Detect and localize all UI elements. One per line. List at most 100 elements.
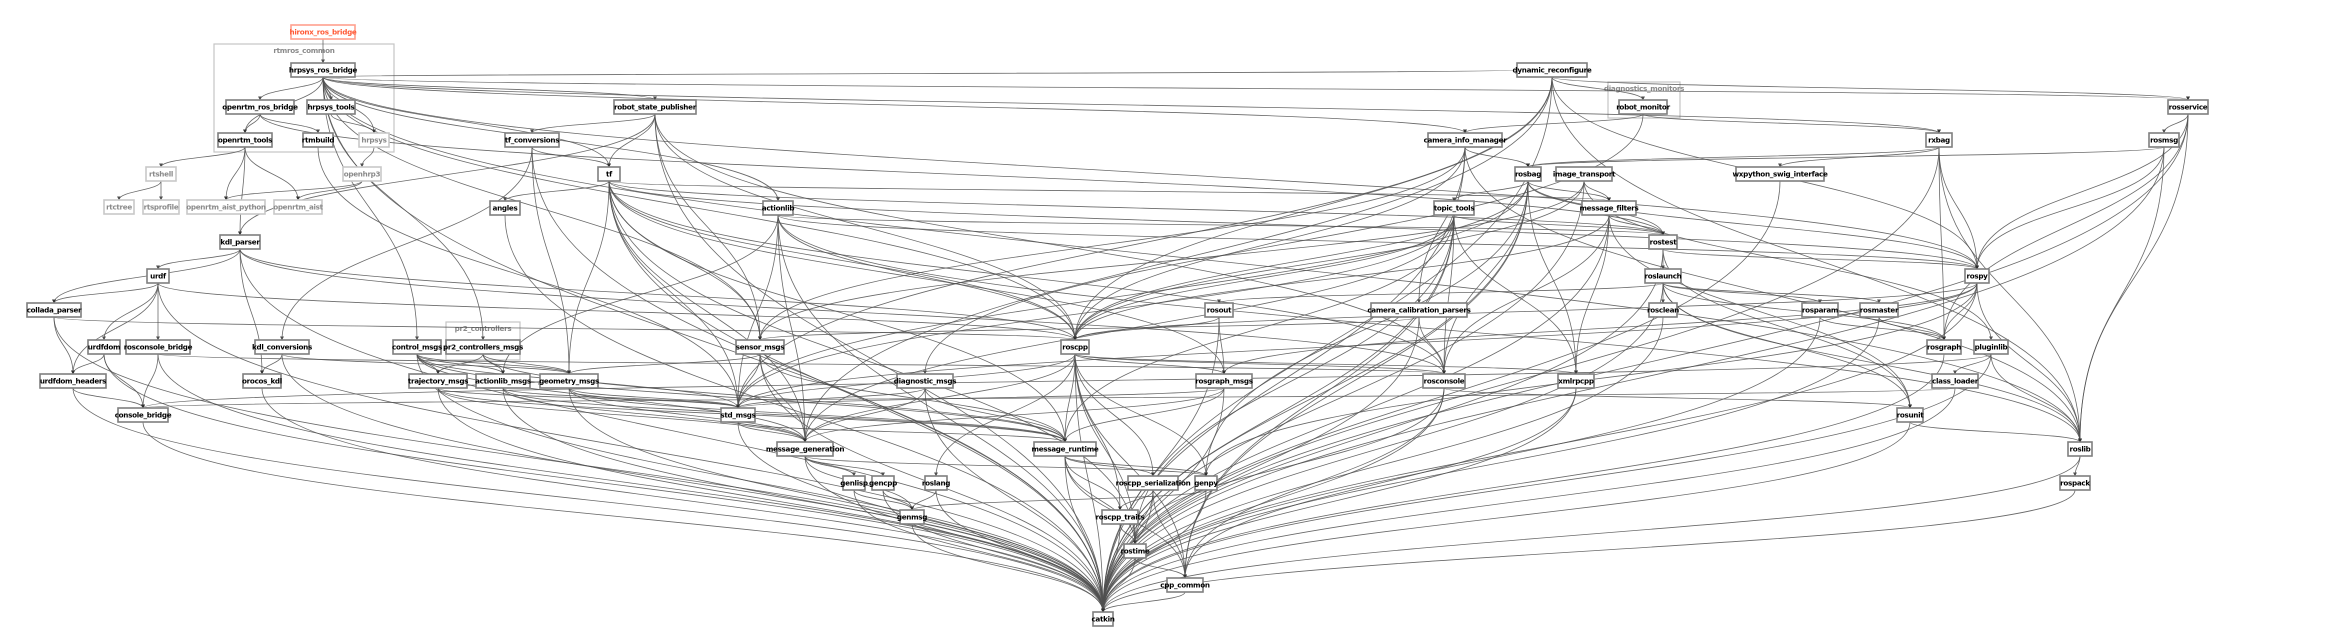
edge-hrpsys-ros-bridge-to-robot-state-publisher — [322, 76, 657, 101]
node-std-msgs[interactable]: std_msgs — [720, 407, 756, 423]
node-urdfdom[interactable]: urdfdom — [87, 339, 121, 355]
node-rosgraph[interactable]: rosgraph — [1926, 339, 1962, 355]
node-urdf[interactable]: urdf — [146, 268, 170, 284]
node-box — [1925, 132, 1953, 148]
node-dynamic-reconfigure[interactable]: dynamic_reconfigure — [1513, 62, 1592, 78]
node-rosmaster[interactable]: rosmaster — [1859, 302, 1899, 318]
node-openrtm-aist-python[interactable]: openrtm_aist_python — [186, 199, 266, 215]
edge-image-transport-to-message-filters — [1583, 180, 1611, 202]
node-rosmsg[interactable]: rosmsg — [2148, 132, 2180, 148]
node-angles[interactable]: angles — [489, 200, 521, 216]
node-image-transport[interactable]: image_transport — [1553, 166, 1616, 182]
edge-geometry-msgs-to-message-runtime — [568, 387, 1067, 443]
node-camera-info-manager[interactable]: camera_info_manager — [1424, 132, 1508, 148]
node-roslaunch[interactable]: roslaunch — [1644, 268, 1682, 284]
node-rtctree[interactable]: rtctree — [103, 199, 135, 215]
node-roscpp[interactable]: roscpp — [1060, 339, 1090, 355]
node-label: camera_calibration_parsers — [1367, 306, 1470, 315]
node-console-bridge[interactable]: console_bridge — [115, 407, 172, 423]
node-openrtm-aist[interactable]: openrtm_aist — [273, 199, 324, 215]
node-gencpp[interactable]: gencpp — [869, 475, 897, 491]
node-genmsg[interactable]: genmsg — [897, 509, 928, 525]
node-kdl-parser[interactable]: kdl_parser — [219, 234, 261, 250]
edge-collada-parser-to-roscpp — [53, 316, 1077, 341]
node-rosconsole[interactable]: rosconsole — [1422, 373, 1466, 389]
node-box — [290, 24, 356, 40]
node-rxbag[interactable]: rxbag — [1925, 132, 1953, 148]
node-label: topic_tools — [1434, 204, 1475, 213]
node-rosparam[interactable]: rosparam — [1801, 302, 1839, 318]
node-label: rosmaster — [1860, 306, 1899, 315]
node-genlisp[interactable]: genlisp — [840, 475, 868, 491]
node-rosout[interactable]: rosout — [1204, 302, 1234, 318]
node-message-runtime[interactable]: message_runtime — [1032, 441, 1099, 457]
edge-hrpsys-ros-bridge-to-dynamic-reconfigure — [322, 69, 1518, 78]
node-rospack[interactable]: rospack — [2059, 475, 2091, 491]
node-label: rosparam — [1802, 306, 1838, 315]
node-openhrp3[interactable]: openhrp3 — [342, 166, 382, 182]
node-box — [1101, 509, 1139, 525]
node-roslib[interactable]: roslib — [2067, 441, 2093, 457]
node-tf-conversions[interactable]: tf_conversions — [504, 132, 560, 148]
node-robot-monitor[interactable]: robot_monitor — [1616, 99, 1671, 115]
node-message-filters[interactable]: message_filters — [1579, 200, 1639, 216]
node-rosgraph-msgs[interactable]: rosgraph_msgs — [1195, 373, 1253, 389]
node-camera-calibration-parsers[interactable]: camera_calibration_parsers — [1367, 302, 1471, 318]
node-collada-parser[interactable]: collada_parser — [26, 302, 82, 318]
node-wxpython-swig-interface[interactable]: wxpython_swig_interface — [1732, 166, 1828, 182]
node-actionlib[interactable]: actionlib — [762, 200, 795, 216]
node-rosunit[interactable]: rosunit — [1896, 407, 1925, 423]
node-trajectory-msgs[interactable]: trajectory_msgs — [408, 373, 468, 389]
node-tf[interactable]: tf — [597, 166, 621, 182]
node-urdfdom-headers[interactable]: urdfdom_headers — [39, 373, 107, 389]
node-openrtm-ros-bridge[interactable]: openrtm_ros_bridge — [222, 99, 298, 115]
node-actionlib-msgs[interactable]: actionlib_msgs — [475, 373, 531, 389]
node-hrpsys-ros-bridge[interactable]: hrpsys_ros_bridge — [289, 62, 358, 78]
node-diagnostic-msgs[interactable]: diagnostic_msgs — [894, 373, 957, 389]
edge-kdl-parser-to-roscpp — [239, 248, 1077, 341]
node-class-loader[interactable]: class_loader — [1931, 373, 1979, 389]
node-openrtm-tools[interactable]: openrtm_tools — [217, 132, 273, 148]
node-hrpsys[interactable]: hrpsys — [358, 132, 390, 148]
node-robot-state-publisher[interactable]: robot_state_publisher — [613, 99, 697, 115]
node-rospy[interactable]: rospy — [1964, 268, 1990, 284]
node-label: kdl_conversions — [252, 343, 312, 352]
node-roscpp-serialization[interactable]: roscpp_serialization — [1116, 475, 1191, 491]
node-hrpsys-tools[interactable]: hrpsys_tools — [306, 99, 356, 115]
node-roslang[interactable]: roslang — [922, 475, 951, 491]
node-label: kdl_parser — [220, 238, 260, 247]
node-sensor-msgs[interactable]: sensor_msgs — [735, 339, 785, 355]
node-rosclean[interactable]: rosclean — [1647, 302, 1679, 318]
node-roscpp-traits[interactable]: roscpp_traits — [1095, 509, 1145, 525]
node-topic-tools[interactable]: topic_tools — [1433, 200, 1475, 216]
node-orocos-kdl[interactable]: orocos_kdl — [242, 373, 282, 389]
node-kdl-conversions[interactable]: kdl_conversions — [252, 339, 312, 355]
edge-topic-tools-to-message-generation — [803, 214, 1455, 443]
edge-dynamic-reconfigure-to-robot-monitor — [1551, 76, 1645, 101]
node-control-msgs[interactable]: control_msgs — [392, 339, 442, 355]
node-cpp-common[interactable]: cpp_common — [1160, 577, 1210, 593]
edge-urdfdom-headers-to-console-bridge — [72, 387, 145, 409]
node-pr2-controllers-msgs[interactable]: pr2_controllers_msgs — [443, 339, 523, 355]
edge-sensor-msgs-to-geometry-msgs — [567, 353, 761, 375]
node-rostest[interactable]: rostest — [1648, 234, 1678, 250]
node-box — [1195, 373, 1253, 389]
edge-message-runtime-to-roscpp-traits — [1064, 455, 1122, 511]
node-message-generation[interactable]: message_generation — [766, 441, 845, 457]
node-rostime[interactable]: rostime — [1121, 543, 1150, 559]
node-xmlrpcpp[interactable]: xmlrpcpp — [1557, 373, 1595, 389]
node-pluginlib[interactable]: pluginlib — [1973, 339, 2009, 355]
node-rtshell[interactable]: rtshell — [145, 166, 177, 182]
node-rosbag[interactable]: rosbag — [1514, 166, 1542, 182]
node-rosservice[interactable]: rosservice — [2167, 99, 2209, 115]
node-label: actionlib_msgs — [475, 377, 531, 386]
node-geometry-msgs[interactable]: geometry_msgs — [539, 373, 599, 389]
node-box — [1060, 339, 1090, 355]
node-hironx-ros-bridge[interactable]: hironx_ros_bridge — [290, 24, 357, 40]
node-rtsprofile[interactable]: rtsprofile — [142, 199, 180, 215]
node-catkin[interactable]: catkin — [1091, 611, 1115, 627]
node-genpy[interactable]: genpy — [1194, 475, 1219, 491]
node-rosconsole-bridge[interactable]: rosconsole_bridge — [124, 339, 193, 355]
edge-roscpp-to-roscpp-serialization — [1074, 353, 1155, 477]
node-rtmbuild[interactable]: rtmbuild — [302, 132, 335, 148]
